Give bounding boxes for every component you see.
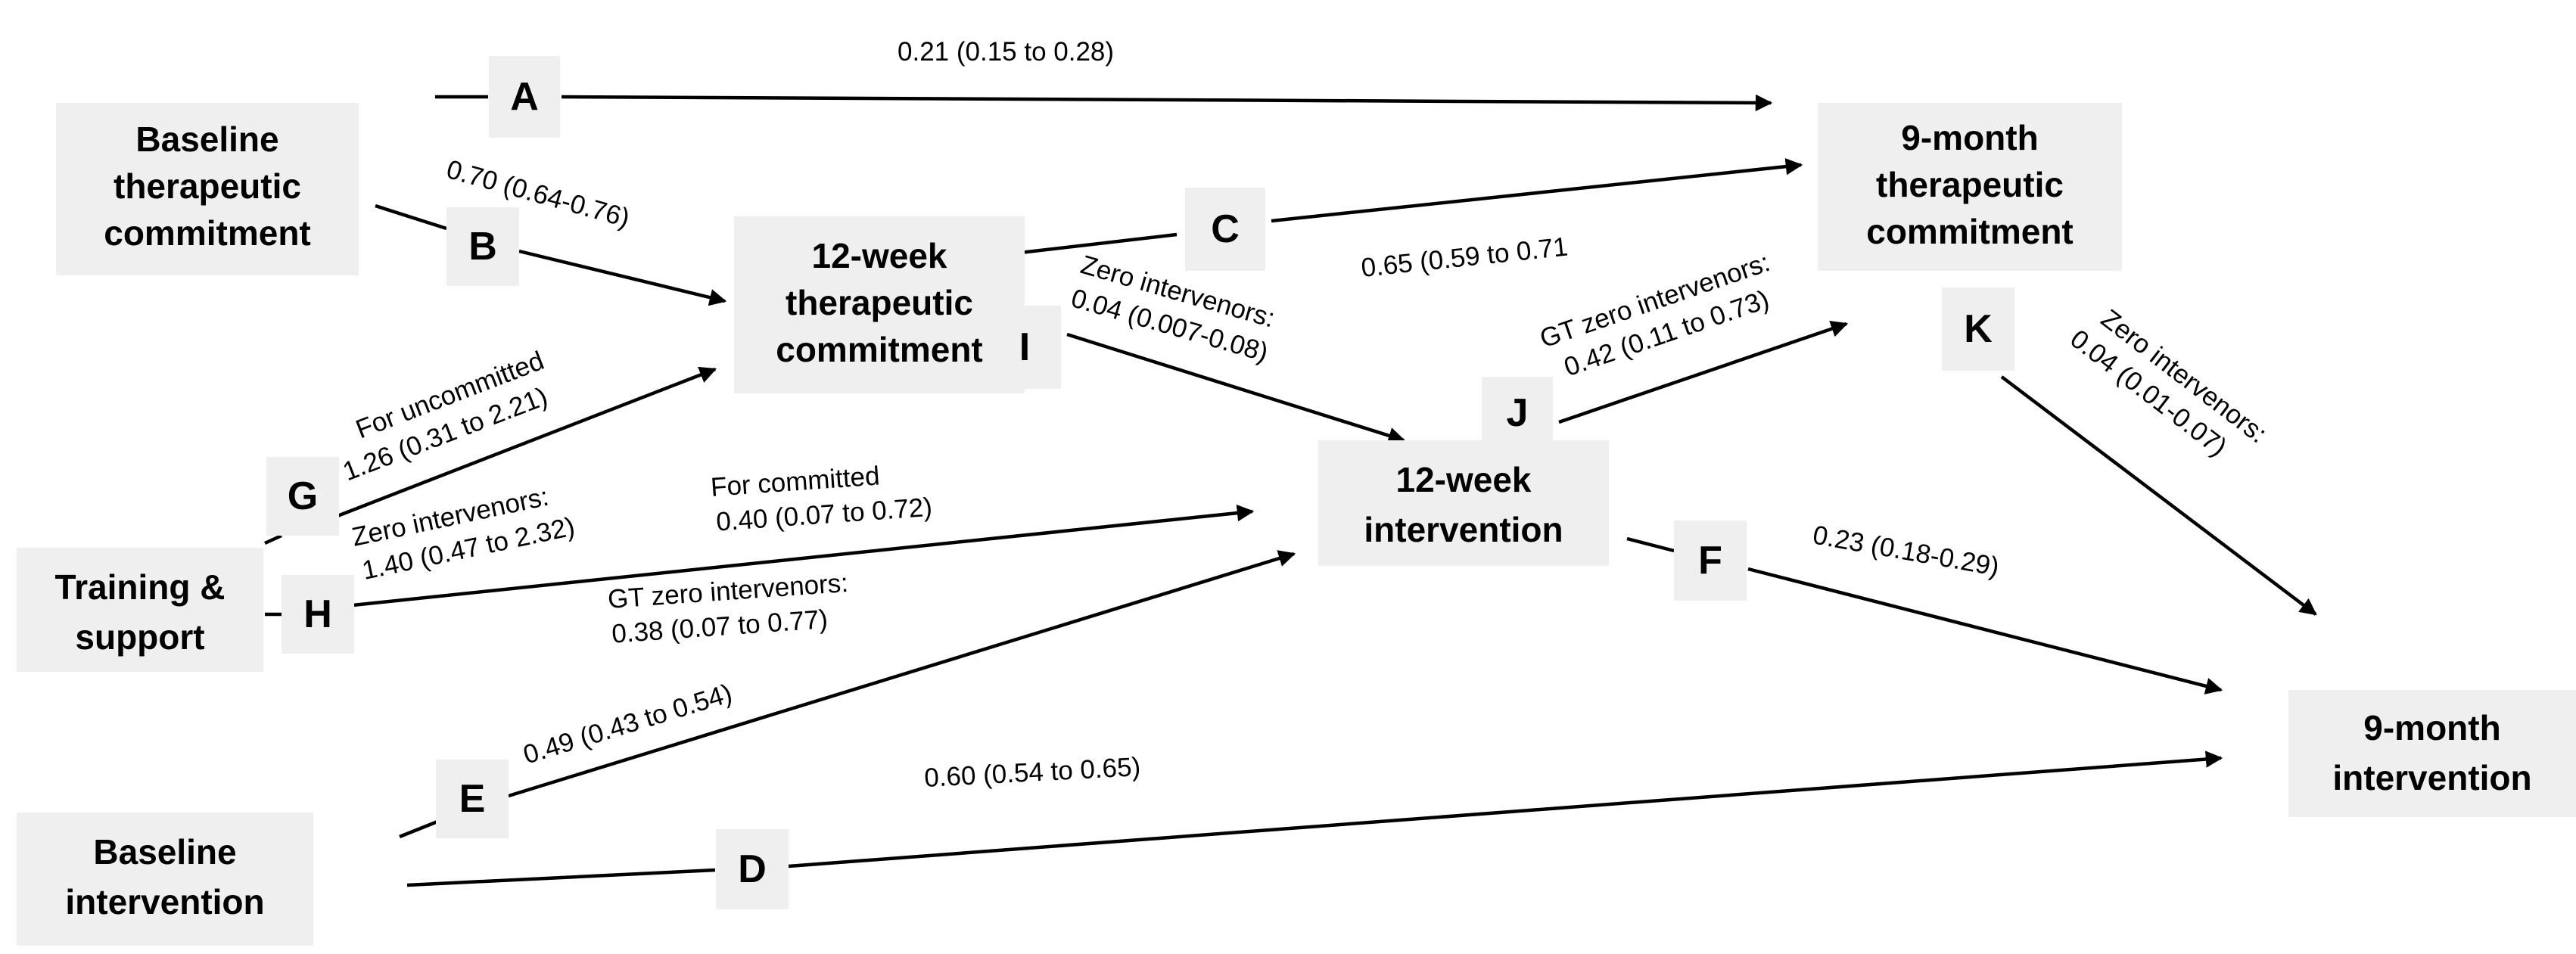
path-label-letter: H bbox=[303, 592, 332, 636]
path-label-box bbox=[716, 829, 789, 909]
path-g-arrow bbox=[337, 366, 717, 518]
path-label-e: E bbox=[436, 760, 509, 838]
node-line: Training & bbox=[55, 567, 226, 607]
node-line: commitment bbox=[776, 330, 982, 369]
path-label-box bbox=[436, 760, 509, 838]
node-box bbox=[17, 548, 263, 672]
path-e-arrow bbox=[508, 550, 1296, 798]
path-c-arrow bbox=[1271, 157, 1803, 223]
path-label-f: F bbox=[1674, 521, 1747, 601]
node-box bbox=[56, 103, 359, 275]
node-line: 9-month bbox=[1901, 118, 2038, 157]
path-label-b: B bbox=[446, 207, 519, 286]
path-i-arrow bbox=[1066, 332, 1406, 444]
path-label-letter: C bbox=[1211, 207, 1240, 251]
path-label-box bbox=[282, 575, 354, 654]
path-label-g: G bbox=[266, 457, 339, 536]
path-f-line-start bbox=[1626, 536, 1675, 553]
node-9-month-therapeutic-commitment: 9-month therapeutic commitment bbox=[1818, 103, 2122, 271]
node-line: 12-week bbox=[1395, 460, 1531, 499]
path-label-letter: F bbox=[1698, 539, 1722, 583]
node-box bbox=[734, 216, 1025, 393]
coef-h-committed: For committed 0.40 (0.07 to 0.72) bbox=[710, 461, 933, 536]
path-label-box bbox=[489, 56, 560, 138]
coef-h: Zero intervenors: 1.40 (0.47 to 2.32) bbox=[350, 482, 577, 586]
path-label-letter: A bbox=[510, 75, 539, 119]
path-label-a: A bbox=[489, 56, 560, 138]
path-label-box bbox=[266, 457, 339, 536]
path-j-arrow bbox=[1558, 320, 1849, 424]
path-label-letter: B bbox=[468, 225, 497, 269]
node-line: therapeutic bbox=[786, 283, 973, 322]
coef-j: GT zero intervenors: 0.42 (0.11 to 0.73) bbox=[1536, 247, 1774, 382]
path-label-k: K bbox=[1942, 287, 2014, 371]
path-label-j: J bbox=[1482, 377, 1553, 449]
node-line: intervention bbox=[65, 882, 264, 921]
coef-d: 0.60 (0.54 to 0.65) bbox=[923, 752, 1141, 793]
node-line: intervention bbox=[1364, 510, 1563, 549]
path-label-letter: K bbox=[1964, 307, 1993, 351]
coef-h-committed-line1: For committed bbox=[710, 461, 881, 502]
path-label-letter: G bbox=[288, 474, 318, 518]
node-box bbox=[1818, 103, 2122, 271]
node-line: 9-month bbox=[2363, 708, 2500, 747]
node-line: support bbox=[75, 617, 204, 657]
node-line: therapeutic bbox=[1876, 165, 2064, 204]
path-label-box bbox=[1482, 377, 1553, 449]
path-h-arrow bbox=[352, 504, 1255, 608]
node-baseline-intervention: Baseline intervention bbox=[17, 813, 313, 946]
path-d-arrow bbox=[788, 750, 2223, 869]
coef-c: 0.65 (0.59 to 0.71 bbox=[1360, 232, 1570, 282]
path-label-box bbox=[1942, 287, 2014, 371]
path-b-line-start bbox=[375, 204, 447, 231]
coef-h-gt-zero: GT zero intervenors: 0.38 (0.07 to 0.77) bbox=[607, 568, 849, 649]
coef-e: 0.49 (0.43 to 0.54) bbox=[520, 679, 736, 770]
path-label-letter: D bbox=[738, 847, 767, 891]
path-d-line-start bbox=[406, 868, 716, 887]
path-label-box bbox=[446, 207, 519, 286]
path-label-letter: J bbox=[1507, 391, 1529, 435]
node-line: commitment bbox=[1866, 212, 2073, 251]
node-line: Baseline bbox=[135, 120, 278, 159]
path-b-arrow bbox=[518, 249, 727, 306]
path-e-line-start bbox=[399, 819, 438, 839]
coef-a: 0.21 (0.15 to 0.28) bbox=[898, 37, 1114, 67]
path-label-letter: E bbox=[459, 777, 486, 821]
node-box bbox=[17, 813, 313, 946]
path-g-line-start bbox=[264, 533, 282, 545]
node-baseline-therapeutic-commitment: Baseline therapeutic commitment bbox=[56, 103, 359, 275]
path-label-box bbox=[1185, 188, 1265, 271]
node-9-month-intervention: 9-month intervention bbox=[2288, 690, 2576, 817]
node-box bbox=[1318, 440, 1609, 566]
path-a-arrow bbox=[561, 94, 1773, 112]
node-line: therapeutic bbox=[114, 166, 301, 206]
node-line: Baseline bbox=[93, 832, 236, 872]
path-label-box bbox=[988, 306, 1061, 389]
coef-f: 0.23 (0.18-0.29) bbox=[1811, 520, 2002, 582]
path-label-h: H bbox=[282, 575, 354, 654]
node-12-week-therapeutic-commitment: 12-week therapeutic commitment bbox=[734, 216, 1025, 393]
path-label-box bbox=[1674, 521, 1747, 601]
node-line: 12-week bbox=[811, 236, 947, 275]
node-line: commitment bbox=[104, 213, 310, 253]
node-box bbox=[2288, 690, 2576, 817]
path-k-arrow bbox=[2000, 375, 2317, 616]
path-label-d: D bbox=[716, 829, 789, 909]
path-label-letter: I bbox=[1019, 325, 1030, 369]
coef-g: For uncommitted 1.26 (0.31 to 2.21) bbox=[339, 346, 552, 486]
node-training-support: Training & support bbox=[17, 548, 263, 672]
node-line: intervention bbox=[2332, 758, 2531, 797]
path-f-arrow bbox=[1747, 567, 2223, 695]
node-12-week-intervention: 12-week intervention bbox=[1318, 440, 1609, 566]
path-label-c: C bbox=[1185, 188, 1265, 271]
path-label-i: I bbox=[988, 306, 1061, 389]
